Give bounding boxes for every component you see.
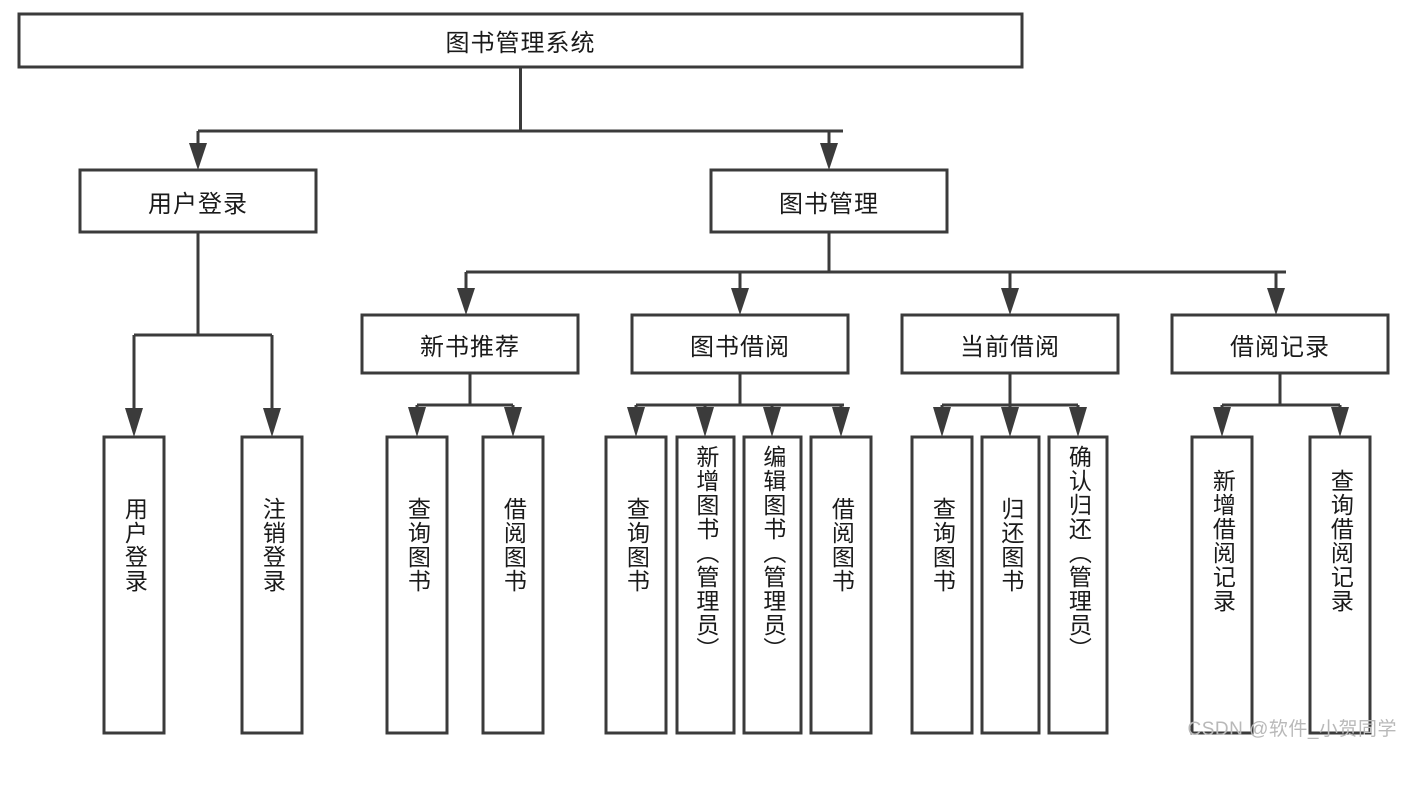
node-root-box[interactable] (17, 12, 1024, 69)
arrowhead-book-manage-1 (731, 288, 749, 315)
node-user-login-box[interactable] (78, 168, 318, 234)
node-book-manage-box[interactable] (709, 168, 949, 234)
arrowhead-book-borrow-0 (627, 407, 645, 437)
arrowhead-user-login-0 (125, 408, 143, 437)
arrowhead-current-borrow-1 (1001, 407, 1019, 437)
arrowhead-current-borrow-0 (933, 407, 951, 437)
leaf-box-borrow-record-1[interactable] (1308, 435, 1372, 735)
diagram-canvas: 图书管理系统 用户登录 图书管理 新书推荐 图书借阅 当前借阅 借阅记录 用户登… (17, 12, 1397, 740)
arrowhead-borrow-record-1 (1331, 407, 1349, 437)
node-new-book-rec-box[interactable] (360, 313, 580, 375)
leaf-box-new-book-rec-1[interactable] (481, 435, 545, 735)
leaf-box-current-borrow-0[interactable] (910, 435, 974, 735)
tree-diagram-svg (17, 12, 1390, 735)
leaf-box-book-borrow-3[interactable] (809, 435, 873, 735)
leaf-box-current-borrow-2[interactable] (1047, 435, 1109, 735)
arrowhead-user-login-1 (263, 408, 281, 437)
leaf-box-new-book-rec-0[interactable] (385, 435, 449, 735)
leaf-box-user-login-1[interactable] (240, 435, 304, 735)
arrowhead-level2-1 (820, 143, 838, 170)
leaf-box-book-borrow-1[interactable] (675, 435, 736, 735)
csdn-watermark: CSDN @软件_小贺同学 (1187, 719, 1397, 740)
arrowhead-book-manage-0 (457, 288, 475, 315)
leaf-box-book-borrow-0[interactable] (604, 435, 668, 735)
node-book-borrow-box[interactable] (630, 313, 850, 375)
arrowhead-book-borrow-1 (696, 407, 714, 437)
arrowhead-book-borrow-3 (832, 407, 850, 437)
arrowhead-book-manage-2 (1001, 288, 1019, 315)
leaf-box-current-borrow-1[interactable] (980, 435, 1041, 735)
node-current-borrow-box[interactable] (900, 313, 1120, 375)
leaf-box-book-borrow-2[interactable] (742, 435, 803, 735)
arrowhead-level2-0 (189, 143, 207, 170)
leaf-box-borrow-record-0[interactable] (1190, 435, 1254, 735)
node-borrow-record-box[interactable] (1170, 313, 1390, 375)
arrowhead-book-borrow-2 (763, 407, 781, 437)
arrowhead-new-book-rec-1 (504, 407, 522, 437)
arrowhead-new-book-rec-0 (408, 407, 426, 437)
arrowhead-current-borrow-2 (1069, 407, 1087, 437)
arrowhead-borrow-record-0 (1213, 407, 1231, 437)
arrowhead-book-manage-3 (1267, 288, 1285, 315)
leaf-box-user-login-0[interactable] (102, 435, 166, 735)
